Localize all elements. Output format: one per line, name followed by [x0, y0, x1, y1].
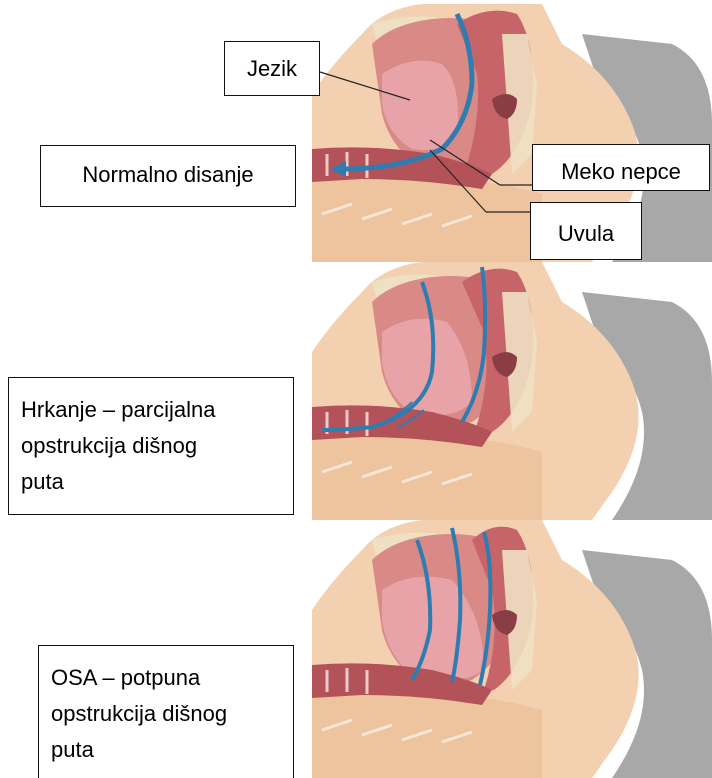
airway-cross-section-normal — [312, 4, 712, 262]
label-snoring-line-3: puta — [21, 464, 293, 500]
label-normal-breathing-text: Normalno disanje — [82, 162, 253, 187]
osa-illustration — [312, 520, 712, 778]
snoring-illustration — [312, 262, 712, 520]
label-osa: OSA – potpuna opstrukcija dišnog puta — [38, 645, 294, 778]
label-osa-line-1: OSA – potpuna — [51, 660, 293, 696]
label-snoring-line-2: opstrukcija dišnog — [21, 428, 293, 464]
label-uvula: Uvula — [530, 202, 642, 260]
label-soft-palate-text: Meko nepce — [561, 159, 681, 184]
airway-cross-section-snoring — [312, 262, 712, 520]
label-snoring-line-1: Hrkanje – parcijalna — [21, 392, 293, 428]
airway-cross-section-osa — [312, 520, 712, 778]
label-tongue-text: Jezik — [247, 56, 297, 81]
label-osa-line-2: opstrukcija dišnog — [51, 696, 293, 732]
label-soft-palate: Meko nepce — [532, 144, 710, 191]
label-uvula-text: Uvula — [558, 221, 614, 246]
label-osa-line-3: puta — [51, 732, 293, 768]
normal-breathing-illustration — [312, 4, 712, 262]
label-tongue: Jezik — [224, 41, 320, 96]
label-snoring: Hrkanje – parcijalna opstrukcija dišnog … — [8, 377, 294, 515]
label-normal-breathing: Normalno disanje — [40, 145, 296, 207]
